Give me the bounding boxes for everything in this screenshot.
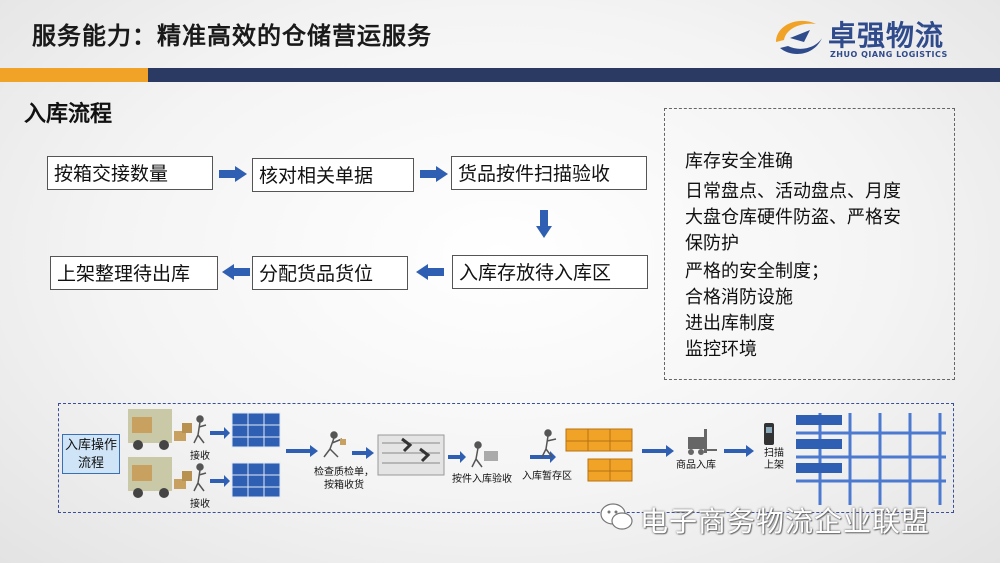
caption-receive-bottom: 接收 [190,499,210,510]
logo-english-name: ZHUO QIANG LOGISTICS [830,50,948,59]
pallet-stack-icon [231,412,281,498]
watermark-text: 电子商务物流企业联盟 [640,505,931,538]
logo-chinese-name: 卓强物流 [828,19,945,52]
header-bar-accent [0,68,148,82]
diagram-label: 入库操作流程 [62,434,120,474]
storage-rack-icon [796,413,946,505]
arrow-left-icon [222,264,250,280]
arrow-left-icon [416,264,444,280]
info-line: 库存安全准确 [685,151,793,172]
flow-step-4: 入库存放待入库区 [452,255,648,289]
truck-icon [128,409,192,450]
arrow-right-icon [420,166,448,182]
section-title: 入库流程 [24,102,113,127]
watermark: 电子商务物流企业联盟 [600,498,980,538]
company-logo: 卓强物流 ZHUO QIANG LOGISTICS [770,12,980,64]
flow-step-6: 上架整理待出库 [50,256,218,290]
inspector-icon [323,431,346,458]
info-line: 保防护 [685,233,739,254]
info-line: 合格消防设施 [685,287,793,308]
conveyor-icon [377,434,445,476]
diagram-arrow-icon [210,427,754,487]
diagram-illustration [128,409,946,505]
flow-step-1: 按箱交接数量 [47,156,213,190]
scanner-icon [764,423,774,445]
caption-inspect: 检查质检单，按箱收货 [314,467,374,491]
rack-label-icon [796,415,842,473]
forklift-icon [688,429,717,455]
scan-worker-icon [471,441,498,468]
arrow-right-icon [219,166,247,182]
inbound-operation-diagram [58,403,954,513]
info-line: 严格的安全制度； [685,261,829,282]
page-title: 服务能力：精准高效的仓储营运服务 [32,22,432,50]
header-bar [148,68,1000,82]
flow-step-5: 分配货品货位 [252,256,408,290]
info-line: 日常盘点、活动盘点、月度 [685,181,901,202]
flow-step-3: 货品按件扫描验收 [451,156,647,190]
info-line: 进出库制度 [685,313,775,334]
truck-icon [128,457,192,498]
caption-receive-top: 接收 [190,451,210,462]
caption-scan-check: 按件入库验收 [452,474,512,485]
wechat-icon [600,503,633,530]
info-line: 大盘仓库硬件防盗、严格安 [685,207,901,228]
flow-step-2: 核对相关单据 [252,158,414,192]
info-line: 监控环境 [685,339,757,360]
caption-goods-in: 商品入库 [676,460,716,471]
staging-worker-icon [541,429,557,458]
orange-pallet-icon [565,428,633,482]
logo-swirl-icon [776,20,822,54]
worker-icon [193,415,207,492]
security-info-box: 库存安全准确 日常盘点、活动盘点、月度 大盘仓库硬件防盗、严格安 保防护 严格的… [664,108,955,380]
arrow-down-icon [536,210,552,238]
caption-scan-shelve: 扫描上架 [764,448,784,471]
caption-staging: 入库暂存区 [522,471,572,482]
